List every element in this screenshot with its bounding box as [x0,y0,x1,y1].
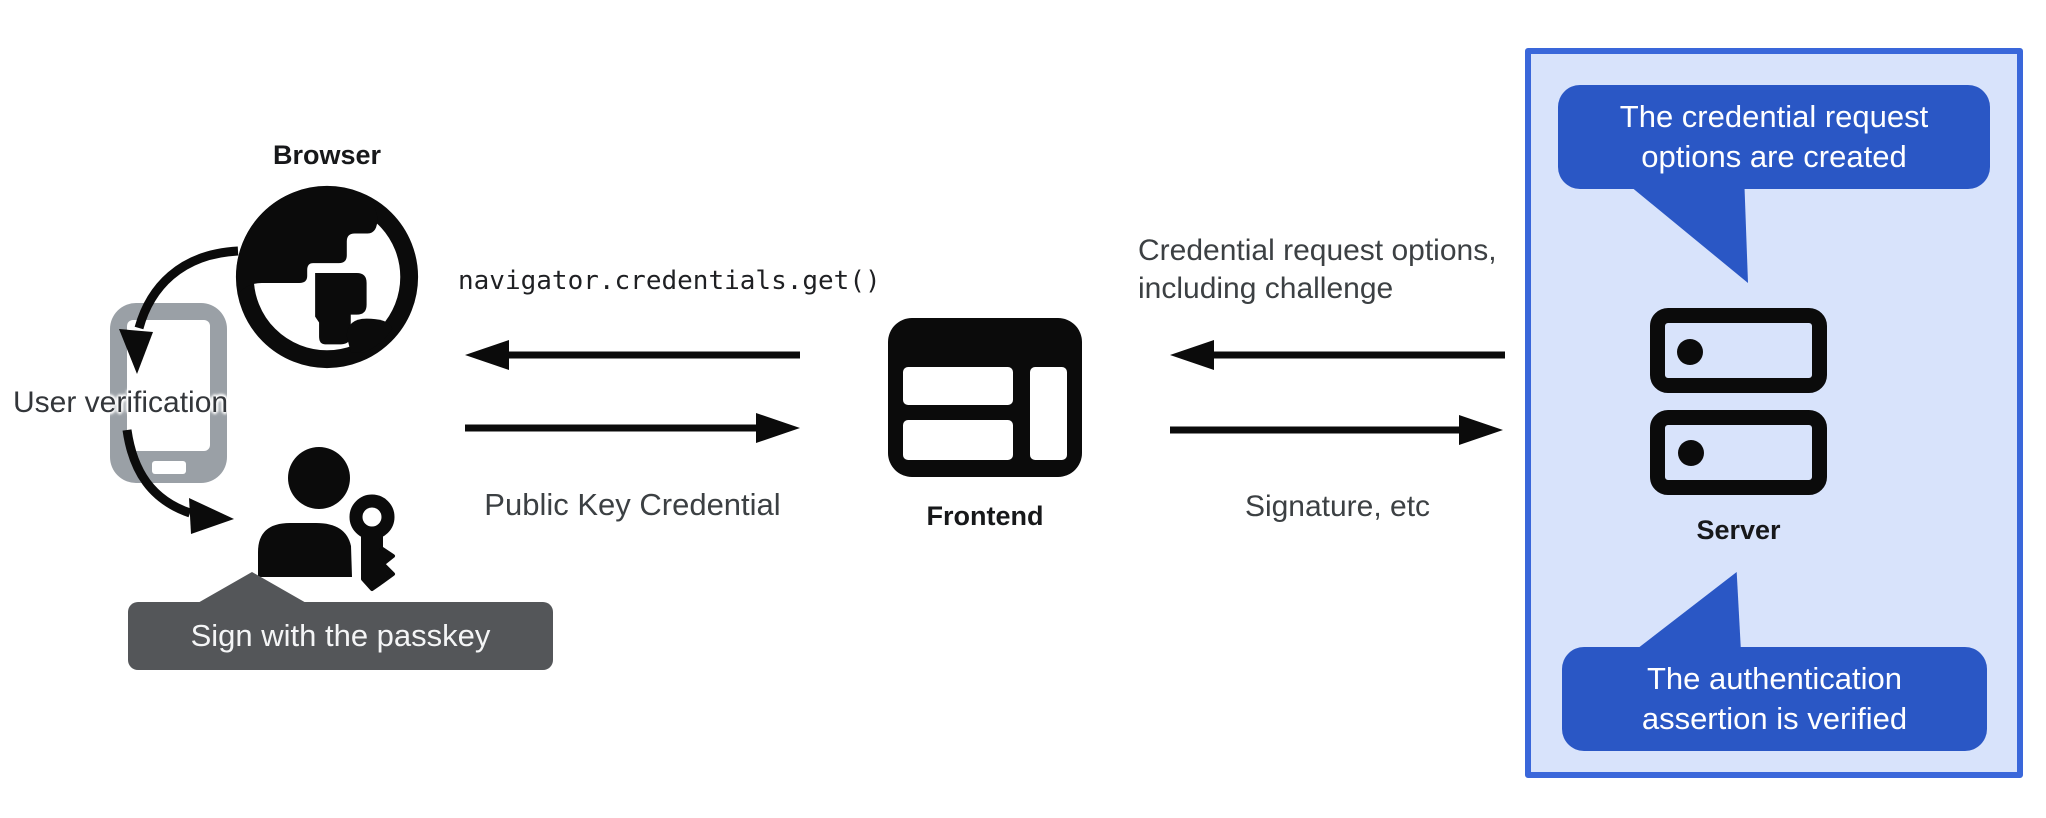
arrow-frontend-to-server [1170,415,1503,445]
signature-label: Signature, etc [1244,490,1431,523]
server-label: Server [1696,515,1781,545]
callout-assertion-verified: The authentication assertion is verified [1562,647,1987,751]
credential-request-options-line1: Credential request options, [1138,234,1497,267]
frontend-icon-pane-right [1030,367,1067,460]
public-key-credential-label: Public Key Credential [484,487,781,522]
credential-request-options-line2: including challenge [1138,272,1394,305]
server-icon-unit-bottom [1650,410,1827,495]
passkey-tooltip-text: Sign with the passkey [190,618,491,653]
user-body [258,523,352,577]
navigator-credentials-get-label: navigator.credentials.get() [458,266,881,296]
frontend-icon-pane-bottom-left [903,420,1013,460]
browser-label: Browser [272,140,382,170]
arrow-browser-to-frontend [465,413,800,443]
server-icon-led-top [1677,339,1703,365]
callout-top-line2: options are created [1641,139,1907,174]
server-icon-unit-top [1650,308,1827,393]
server-icon-led-bottom [1678,440,1704,466]
user-verification-label: User verification [13,386,229,419]
arrow-server-to-frontend [1170,340,1505,370]
key-icon [349,494,395,591]
smartphone-home-bar [152,461,186,474]
credential-request-options-label: Credential request options, including ch… [1138,232,1497,308]
passkey-tooltip: Sign with the passkey [128,602,553,670]
globe-icon [235,185,419,369]
frontend-label: Frontend [926,501,1044,531]
callout-bottom-line2: assertion is verified [1641,701,1908,736]
callout-bottom-line1: The authentication [1646,661,1903,696]
arrow-frontend-to-browser [465,340,800,370]
user-head [288,447,350,509]
browser-window-icon [888,318,1082,477]
frontend-icon-pane-top-left [903,367,1013,405]
callout-top-line1: The credential request [1619,99,1929,134]
user-with-passkey-icon [258,447,395,591]
callout-credential-request-created: The credential request options are creat… [1558,85,1990,189]
